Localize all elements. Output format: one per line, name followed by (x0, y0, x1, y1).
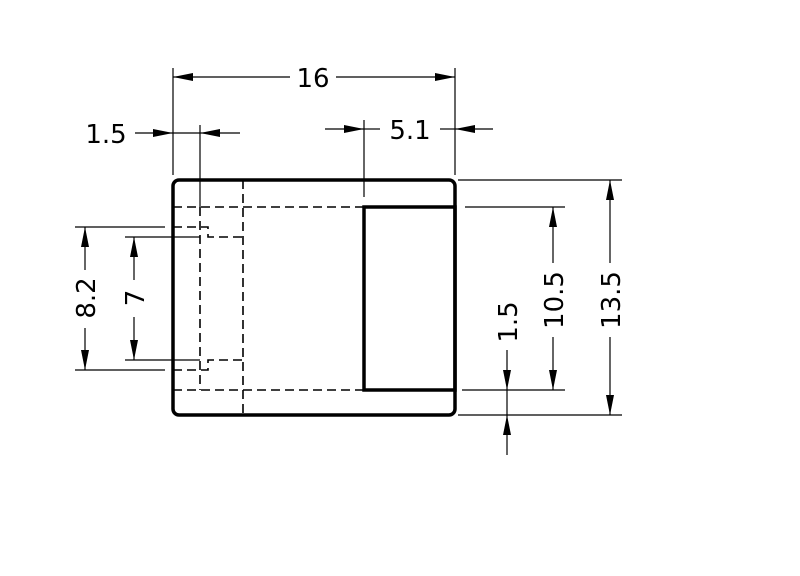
pocket-outline (362, 205, 457, 392)
dimension-bottom-wall: 1.5 (494, 301, 524, 455)
outer-outline (171, 178, 457, 417)
dimension-overall-height: 13.5 (597, 180, 627, 415)
dimension-left-wall: 1.5 (85, 120, 240, 207)
dimension-outer-opening: 8.2 (72, 226, 165, 371)
dimension-label: 10.5 (540, 271, 570, 329)
hidden-step-bottom (173, 359, 243, 371)
dimension-pocket-height: 10.5 (540, 207, 570, 390)
dimension-inner-opening: 7 (121, 236, 200, 361)
dimension-label: 1.5 (494, 301, 524, 342)
dimension-overall-width: 16 (172, 64, 456, 175)
part-body (171, 178, 457, 417)
dimension-label: 8.2 (72, 277, 102, 318)
dimension-label: 16 (296, 64, 329, 94)
dimension-pocket-width: 5.1 (325, 116, 493, 197)
dimension-label: 7 (121, 290, 151, 307)
dimension-label: 13.5 (597, 271, 627, 329)
dimension-label: 5.1 (389, 116, 430, 146)
dimension-label: 1.5 (85, 120, 126, 150)
hidden-step-top (173, 226, 243, 238)
